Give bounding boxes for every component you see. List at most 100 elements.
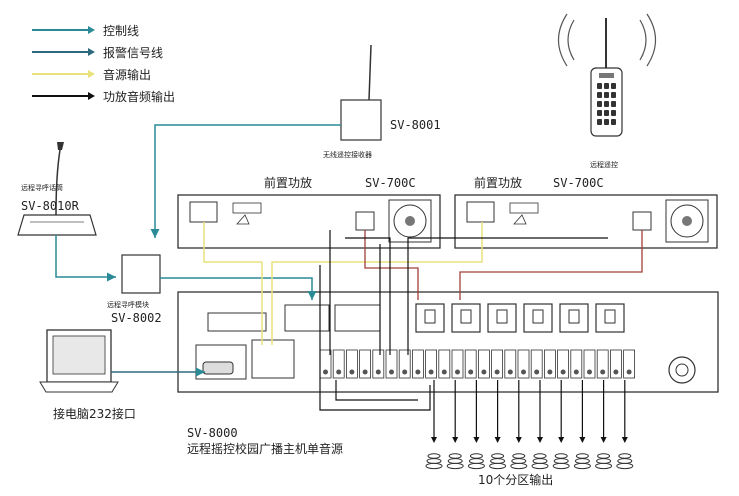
terminal (570, 349, 583, 379)
mic-caption: 远程寻呼话筒 (21, 183, 63, 192)
remote-key (604, 92, 609, 98)
legend-item-alarm: 报警信号线 (32, 45, 163, 60)
remote-key (597, 110, 602, 116)
speaker-icon (467, 453, 485, 470)
legend-item-amp-out: 功放音频输出 (32, 89, 175, 104)
power-socket (523, 303, 553, 333)
remote-key (604, 83, 609, 89)
power-socket (487, 303, 517, 333)
preamp-right: 前置功放 SV-700C (454, 175, 718, 249)
amp-output-lines (319, 230, 643, 411)
pc-caption: 接电脑232接口 (53, 406, 136, 421)
legend-label: 控制线 (103, 24, 139, 38)
zone-output (467, 380, 485, 470)
remote-control: 远程遥控 (557, 13, 657, 169)
terminal (332, 349, 345, 379)
zone-output (510, 380, 528, 470)
terminal (504, 349, 517, 379)
remote-key (597, 101, 602, 107)
remote-key (611, 92, 616, 98)
remote-key (611, 83, 616, 89)
remote-key (597, 92, 602, 98)
terminal (438, 349, 451, 379)
zone-output (446, 380, 464, 470)
amp-left-model: SV-700C (365, 176, 416, 190)
remote-key (604, 119, 609, 125)
amp-right-caption: 前置功放 (474, 175, 522, 190)
zone-output (616, 380, 634, 470)
terminal (530, 349, 543, 379)
terminal (517, 349, 530, 379)
amp-right-model: SV-700C (553, 176, 604, 190)
power-socket (559, 303, 589, 333)
speaker-icon (489, 453, 507, 470)
zone-output (531, 380, 549, 470)
terminal-strip (319, 349, 635, 379)
control-lines (55, 124, 341, 377)
host-model: SV-8000 (187, 426, 238, 440)
power-socket (595, 303, 625, 333)
remote-key (597, 119, 602, 125)
mic-model: SV-8010R (21, 199, 80, 213)
remote-key (597, 83, 602, 89)
module-caption: 远程寻呼模块 (107, 300, 149, 309)
terminal (464, 349, 477, 379)
terminal (451, 349, 464, 379)
terminal (345, 349, 358, 379)
terminal (557, 349, 569, 379)
source-lines (203, 222, 483, 345)
legend-item-source: 音源输出 (32, 67, 151, 82)
speaker-icon (573, 453, 591, 470)
zone-output (489, 380, 507, 470)
remote-keypad (597, 83, 616, 125)
speaker-icon (425, 453, 443, 470)
receiver-caption: 无线遥控接收器 (323, 150, 372, 159)
module-model: SV-8002 (111, 311, 162, 325)
terminal (583, 349, 596, 379)
terminal (372, 349, 385, 379)
zone-outputs (425, 380, 634, 470)
terminal (398, 349, 411, 379)
terminal (385, 349, 398, 379)
zone-output (552, 380, 570, 470)
legend-label: 音源输出 (103, 67, 151, 82)
speaker-icon (595, 453, 613, 470)
remote-key (604, 110, 609, 116)
speaker-icon (446, 453, 464, 470)
terminal (411, 349, 424, 379)
terminal (610, 349, 622, 379)
wireless-receiver: SV-8001 无线遥控接收器 (323, 44, 441, 159)
remote-key (611, 101, 616, 107)
speaker-icon (616, 453, 634, 470)
legend-label: 报警信号线 (103, 45, 163, 60)
amp-left-caption: 前置功放 (264, 175, 312, 190)
speaker-icon (510, 453, 528, 470)
terminal (596, 349, 609, 379)
remote-key (611, 119, 616, 125)
zones-caption: 10个分区输出 (478, 472, 553, 487)
terminal (359, 349, 372, 379)
terminal (623, 349, 635, 379)
receiver-model: SV-8001 (390, 118, 441, 132)
preamp-left: 前置功放 SV-700C (177, 175, 441, 249)
legend: 控制线 报警信号线 音源输出 功放音频输出 (32, 24, 175, 104)
paging-microphone: 远程寻呼话筒 SV-8010R (17, 142, 97, 236)
power-socket (415, 303, 445, 333)
speaker-icon (552, 453, 570, 470)
power-socket (451, 303, 481, 333)
terminal (425, 349, 438, 379)
power-sockets (415, 303, 625, 333)
zone-output (425, 380, 443, 470)
paging-module: 远程寻呼模块 SV-8002 (107, 254, 162, 325)
speaker-icon (531, 453, 549, 470)
legend-item-control: 控制线 (32, 24, 139, 38)
computer: 接电脑232接口 (39, 329, 136, 421)
legend-label: 功放音频输出 (103, 89, 175, 104)
zone-output (595, 380, 613, 470)
remote-key (611, 110, 616, 116)
terminal (544, 349, 556, 379)
remote-key (604, 101, 609, 107)
zone-output (573, 380, 591, 470)
